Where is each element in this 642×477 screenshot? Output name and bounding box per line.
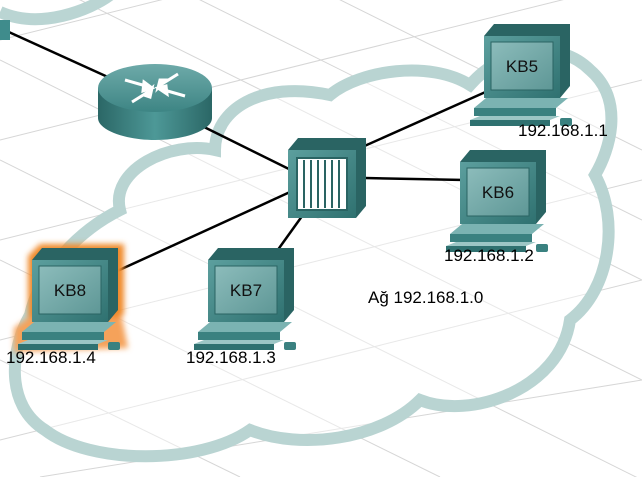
ip-label-kb7: 192.168.1.3 xyxy=(186,348,276,367)
upstream-device-edge xyxy=(0,20,10,40)
pc-kb5-label: KB5 xyxy=(506,57,538,76)
switch-icon xyxy=(288,138,366,218)
ip-label-kb6: 192.168.1.2 xyxy=(444,246,534,265)
ip-label-kb8: 192.168.1.4 xyxy=(6,348,96,367)
pc-kb7-label: KB7 xyxy=(230,281,262,300)
upstream-cloud-outline xyxy=(0,0,114,26)
pc-kb5[interactable]: KB5 xyxy=(469,23,573,127)
ip-label-kb5: 192.168.1.1 xyxy=(518,121,608,140)
pc-kb6-label: KB6 xyxy=(482,183,514,202)
pc-kb6[interactable]: KB6 xyxy=(445,149,549,253)
pc-kb8-label: KB8 xyxy=(54,281,86,300)
router-icon xyxy=(98,64,212,140)
network-cloud-outline xyxy=(8,44,618,463)
pc-kb7[interactable]: KB7 xyxy=(193,247,297,351)
pc-kb8[interactable]: KB8 xyxy=(14,244,128,352)
network-address-label: Ağ 192.168.1.0 xyxy=(368,288,484,307)
